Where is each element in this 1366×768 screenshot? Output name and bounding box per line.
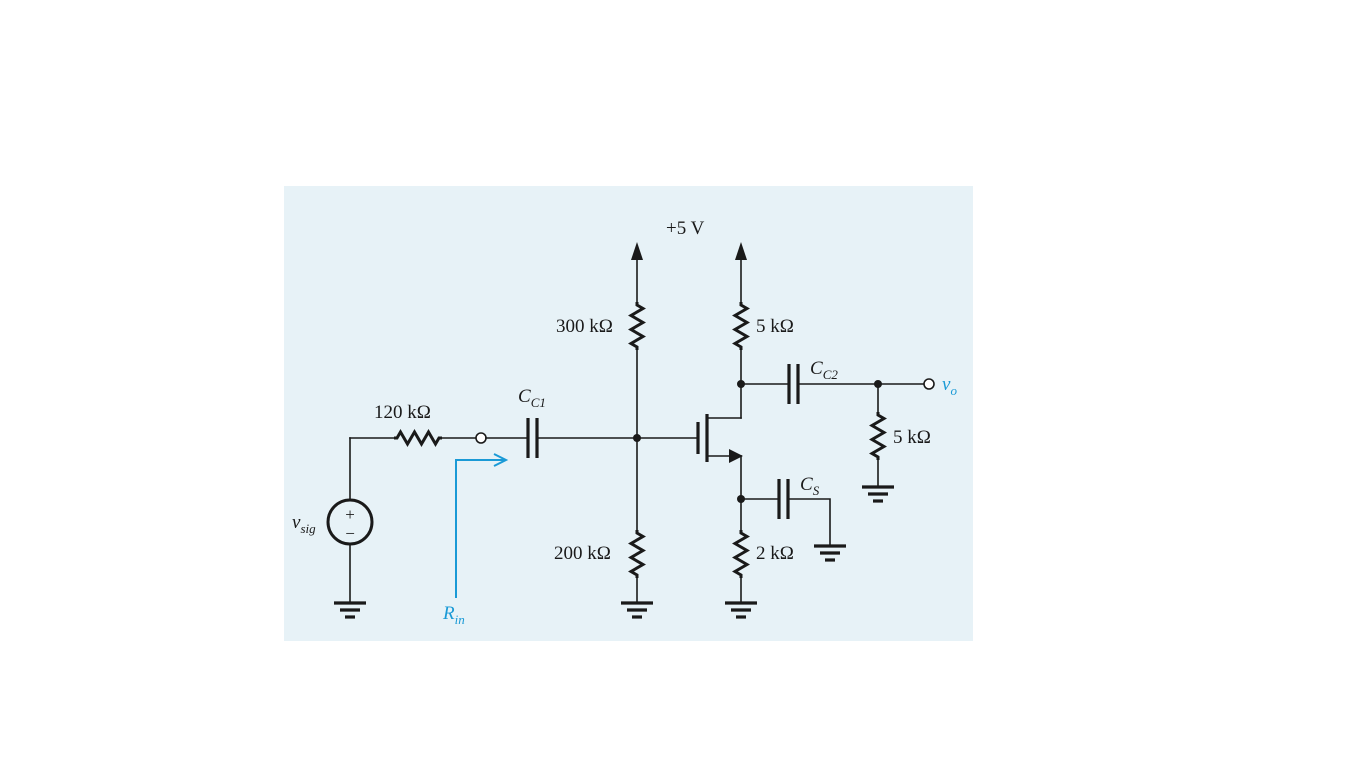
capacitor-cc1 — [526, 418, 539, 458]
source-plus-sign: + — [345, 505, 355, 524]
source-minus-sign: − — [345, 524, 355, 543]
resistor-120k-label: 120 kΩ — [374, 402, 431, 423]
ground-source — [334, 601, 366, 619]
capacitor-cc1-label: CC1 — [518, 386, 546, 410]
voltage-source-icon: + − — [326, 498, 374, 546]
resistor-200k-label: 200 kΩ — [554, 543, 611, 564]
capacitor-cc2 — [787, 364, 800, 404]
ground-load — [862, 485, 894, 503]
resistor-5k-drain — [732, 302, 750, 350]
ground-bypass-cap — [814, 544, 846, 562]
diagram-panel — [284, 186, 973, 641]
vsig-label: vsig — [292, 512, 316, 536]
n-channel-mosfet-icon — [696, 414, 743, 463]
rin-label: Rin — [442, 603, 465, 627]
capacitor-cs — [777, 479, 790, 519]
resistor-200k — [628, 530, 646, 578]
supply-arrow-right — [735, 242, 747, 303]
resistor-120k — [394, 429, 442, 447]
resistor-300k-label: 300 kΩ — [556, 316, 613, 337]
resistor-load-label: 5 kΩ — [893, 427, 931, 448]
output-terminal — [923, 378, 935, 390]
resistor-300k — [628, 302, 646, 350]
resistor-2k-source — [732, 530, 750, 578]
rin-indicator — [455, 453, 509, 598]
capacitor-cc2-label: CC2 — [810, 358, 838, 382]
ground-source-resistor — [725, 601, 757, 619]
supply-arrow-left — [631, 242, 643, 303]
capacitor-cs-label: CS — [800, 474, 820, 498]
input-terminal — [475, 432, 487, 444]
resistor-5k-load — [869, 412, 887, 460]
resistor-source-label: 2 kΩ — [756, 543, 794, 564]
vo-label: vo — [942, 374, 957, 398]
supply-voltage-label: +5 V — [666, 218, 705, 239]
gate-node — [633, 434, 641, 442]
ground-gate-divider — [621, 601, 653, 619]
resistor-drain-label: 5 kΩ — [756, 316, 794, 337]
